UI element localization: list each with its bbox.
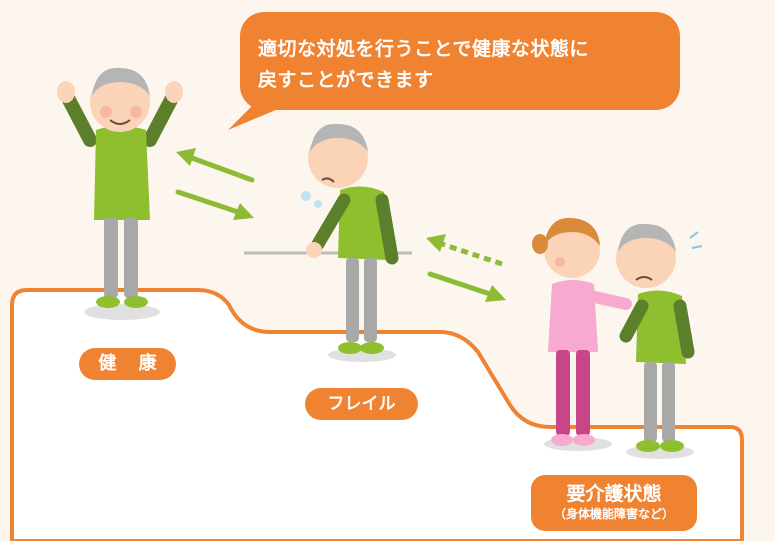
state-label-frail: フレイル [305,388,418,420]
nurse-figure [532,217,632,451]
bubble-line-2: 戻すことができます [258,69,434,91]
dependent-elder-figure [616,223,703,459]
state-label-health: 健 康 [79,348,176,380]
arrow-care-to-frail-dashed [426,234,503,267]
state-label-care-note: （身体機能障害など） [553,507,674,521]
bubble-line-1: 適切な対処を行うことで健康な状態に [258,38,589,60]
healthy-elder-figure [57,67,183,320]
frail-elder-figure [244,123,412,362]
state-label-care: 要介護状態 （身体機能障害など） [531,475,697,531]
speech-bubble [228,12,680,130]
arrow-health-to-frail [175,189,254,220]
arrow-frail-to-health [176,148,255,183]
speech-bubble-text: 適切な対処を行うことで健康な状態に 戻すことができます [258,34,658,96]
state-label-care-main: 要介護状態 [566,483,662,505]
arrow-frail-to-care [427,271,506,302]
